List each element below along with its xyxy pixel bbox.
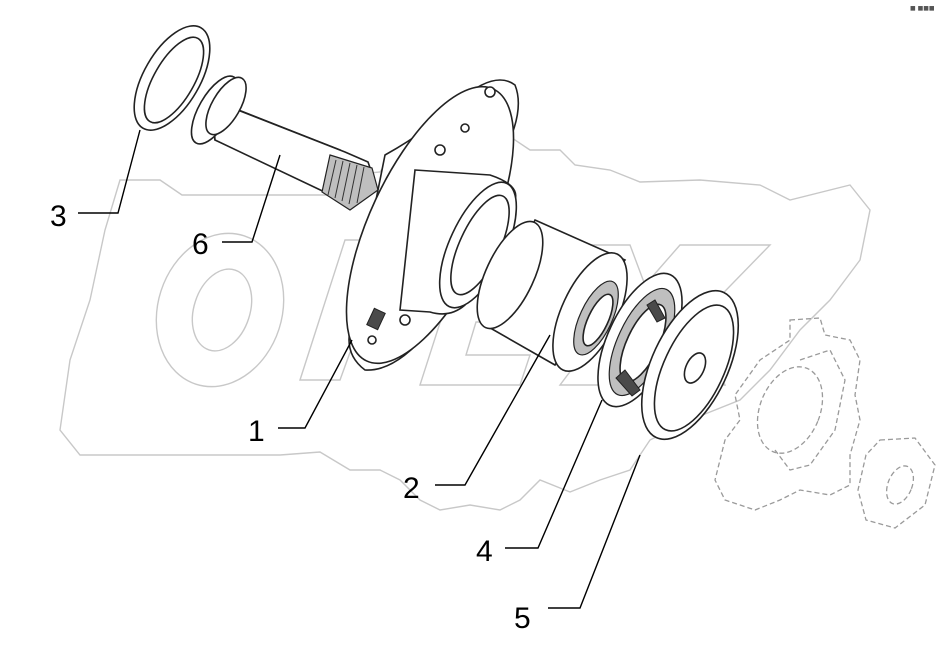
leader-2: [435, 334, 551, 486]
leader-3: [78, 129, 141, 214]
callout-3: 3: [50, 200, 67, 233]
leader-1: [278, 339, 353, 429]
ghost-bracket: [714, 317, 861, 511]
flange-hole: [399, 314, 411, 326]
part-3-seal-ring: [133, 25, 211, 131]
flange-hole: [367, 335, 377, 345]
part-2-bearing: [476, 218, 628, 372]
axle-thread: [321, 154, 379, 211]
callout-4: 4: [476, 535, 493, 568]
callout-2: 2: [403, 472, 420, 505]
part-5-flat-washer: [640, 289, 740, 441]
part-6-axle-shaft: [190, 75, 379, 211]
leader-5: [548, 454, 641, 609]
ghost-nut: [857, 437, 936, 529]
corner-code: ■ ■■■: [910, 5, 935, 12]
callout-1: 1: [248, 415, 265, 448]
part-4-retaining-washer: [597, 272, 683, 408]
flange-hole: [484, 86, 496, 98]
hub-stamp-mark: [366, 307, 386, 331]
leader-6: [222, 154, 281, 243]
callout-5: 5: [514, 602, 531, 635]
leader-4: [505, 399, 603, 549]
flange-hole: [434, 144, 446, 156]
flange-hole: [460, 123, 470, 133]
callout-numbers: 3 6 1 2 4 5: [50, 200, 531, 635]
callout-6: 6: [192, 228, 209, 261]
part-1-flanged-hub: [345, 79, 520, 371]
leader-lines: [78, 129, 641, 609]
